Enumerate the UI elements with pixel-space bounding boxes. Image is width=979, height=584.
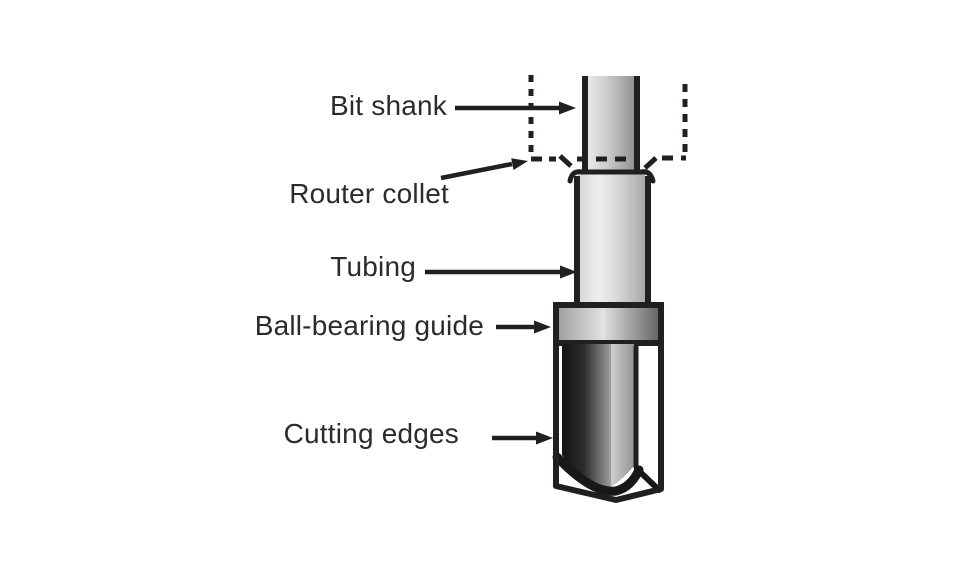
router-collet-dashed-outline — [528, 75, 688, 170]
arrow-tubing — [425, 265, 577, 279]
label-cutting-edges: Cutting edges — [283, 418, 459, 449]
cutting-edges-shape — [552, 344, 664, 503]
arrow-cutting-edges — [492, 431, 553, 445]
tubing-shape — [567, 169, 656, 305]
label-router-collet: Router collet — [289, 178, 449, 209]
arrow-ball-bearing-guide — [496, 320, 551, 334]
arrow-bit-shank — [455, 101, 576, 115]
leader-arrows — [425, 101, 577, 445]
label-tubing: Tubing — [330, 251, 416, 282]
arrow-router-collet — [440, 158, 528, 181]
label-ball-bearing-guide: Ball-bearing guide — [254, 310, 484, 341]
label-bit-shank: Bit shank — [330, 90, 447, 121]
ball-bearing-guide-shape — [553, 302, 664, 346]
bit-shank-shape — [582, 76, 640, 176]
